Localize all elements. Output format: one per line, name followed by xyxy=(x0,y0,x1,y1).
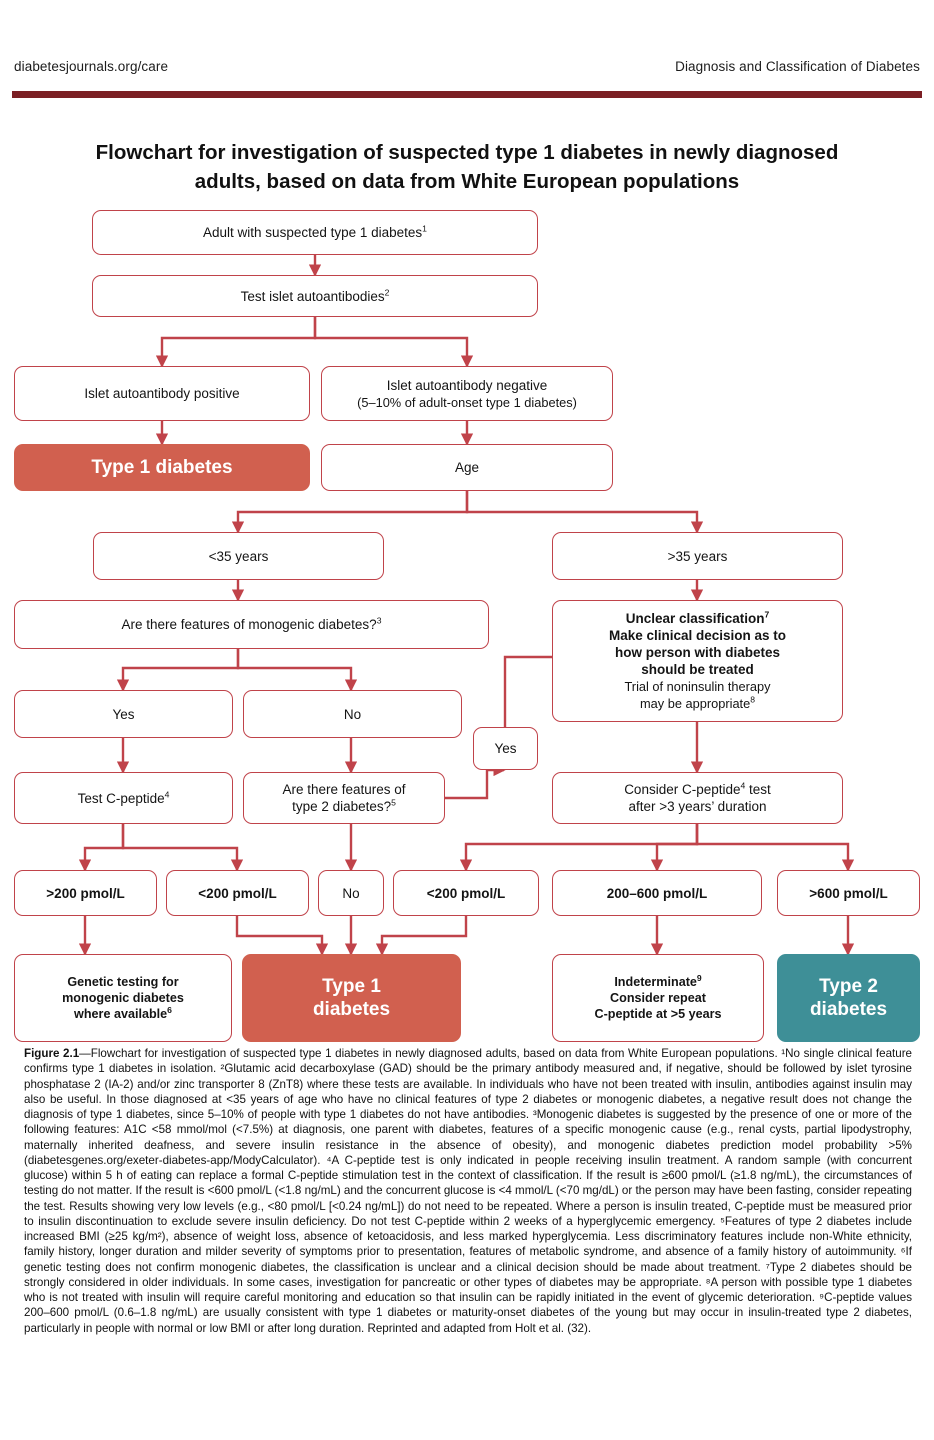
node-line-3: where available xyxy=(74,1007,168,1021)
node-islet-autoantibody-negative[interactable]: Islet autoantibody negative (5–10% of ad… xyxy=(321,366,613,421)
node-indeterminate[interactable]: Indeterminate9 Consider repeat C-peptide… xyxy=(552,954,764,1042)
footnote-marker: 2 xyxy=(384,287,390,297)
node-type1-diabetes-result[interactable]: Type 1 diabetes xyxy=(14,444,310,491)
node-over-600-pmol[interactable]: >600 pmol/L xyxy=(777,870,920,916)
journal-url: diabetesjournals.org/care xyxy=(14,58,169,74)
node-type2-features-yes[interactable]: Yes xyxy=(473,727,538,770)
footnote-marker: 1 xyxy=(422,223,427,234)
node-label: <200 pmol/L xyxy=(198,885,277,901)
node-label: Test C-peptide xyxy=(77,790,165,806)
node-type1-diabetes-outcome[interactable]: Type 1 diabetes xyxy=(242,954,461,1042)
node-label: Genetic testing for xyxy=(67,975,179,989)
node-monogenic-no[interactable]: No xyxy=(243,690,462,738)
node-line-2: type 2 diabetes? xyxy=(292,799,392,814)
node-under-200-pmol-left[interactable]: <200 pmol/L xyxy=(166,870,309,916)
node-line-2: diabetes xyxy=(312,999,391,1020)
node-label: >200 pmol/L xyxy=(46,885,125,901)
node-genetic-testing-monogenic[interactable]: Genetic testing for monogenic diabetes w… xyxy=(14,954,232,1042)
node-consider-c-peptide-test[interactable]: Consider C-peptide4 test after >3 years’… xyxy=(552,772,843,824)
node-label: Type 1 xyxy=(322,976,381,997)
node-label: Adult with suspected type 1 diabetes xyxy=(203,225,423,240)
node-age[interactable]: Age xyxy=(321,444,613,491)
node-label: 200–600 pmol/L xyxy=(606,885,708,901)
footnote-marker: 7 xyxy=(764,609,770,620)
node-line-5: Trial of noninsulin therapy xyxy=(624,679,771,694)
node-label: Type 2 xyxy=(819,976,878,997)
node-test-islet-autoantibodies[interactable]: Test islet autoantibodies2 xyxy=(92,275,538,317)
node-label: Yes xyxy=(494,741,517,756)
figure-caption: Figure 2.1—Flowchart for investigation o… xyxy=(24,1046,912,1336)
footnote-marker: 4 xyxy=(740,780,746,791)
node-label: Age xyxy=(454,460,480,475)
node-over-200-pmol[interactable]: >200 pmol/L xyxy=(14,870,157,916)
figure-caption-text: —Flowchart for investigation of suspecte… xyxy=(24,1047,912,1335)
node-line-2: Consider repeat xyxy=(610,991,706,1005)
footnote-marker: 3 xyxy=(376,615,382,626)
node-label: Type 1 diabetes xyxy=(91,457,233,478)
node-monogenic-yes[interactable]: Yes xyxy=(14,690,233,738)
figure-title-line-2: diagnosed adults, based on data from Whi… xyxy=(194,141,839,193)
node-label: Are there features of monogenic diabetes… xyxy=(121,617,377,632)
node-line-2: monogenic diabetes xyxy=(62,991,184,1005)
node-label: Islet autoantibody positive xyxy=(84,386,240,401)
node-features-of-monogenic-diabetes[interactable]: Are there features of monogenic diabetes… xyxy=(14,600,489,649)
node-line-3: C-peptide at >5 years xyxy=(594,1007,722,1021)
node-line-3: how person with diabetes xyxy=(614,645,781,660)
node-label: Yes xyxy=(112,706,135,722)
node-islet-autoantibody-positive[interactable]: Islet autoantibody positive xyxy=(14,366,310,421)
node-label: >35 years xyxy=(667,548,728,564)
node-label: Test islet autoantibodies xyxy=(240,288,385,304)
node-label: Are there features of xyxy=(282,782,406,797)
node-line-2: Make clinical decision as to xyxy=(608,628,787,643)
node-label: >600 pmol/L xyxy=(809,885,888,901)
node-sublabel: (5–10% of adult-onset type 1 diabetes) xyxy=(357,394,577,410)
node-under-200-pmol-right[interactable]: <200 pmol/L xyxy=(393,870,539,916)
flowchart: Adult with suspected type 1 diabetes1 Te… xyxy=(14,210,920,1042)
node-label-cont: test xyxy=(745,782,771,797)
footnote-marker: 9 xyxy=(696,972,702,983)
node-unclear-classification[interactable]: Unclear classification7 Make clinical de… xyxy=(552,600,843,722)
figure-title-line-1: Flowchart for investigation of suspected… xyxy=(95,141,731,164)
node-line-4: should be treated xyxy=(641,662,754,677)
node-test-c-peptide[interactable]: Test C-peptide4 xyxy=(14,772,233,824)
node-under-35-years[interactable]: <35 years xyxy=(93,532,384,580)
footnote-marker: 6 xyxy=(167,1004,172,1015)
footnote-marker: 5 xyxy=(391,797,396,808)
node-label: Indeterminate xyxy=(614,975,697,989)
node-label: No xyxy=(343,706,362,722)
node-label: Consider C-peptide xyxy=(624,782,741,797)
node-type2-features-no[interactable]: No xyxy=(318,870,384,916)
footnote-marker: 4 xyxy=(164,789,170,799)
footnote-marker: 8 xyxy=(750,694,756,705)
node-adult-suspected-type1[interactable]: Adult with suspected type 1 diabetes1 xyxy=(92,210,538,255)
figure-caption-label: Figure 2.1 xyxy=(24,1047,80,1060)
node-200-600-pmol[interactable]: 200–600 pmol/L xyxy=(552,870,762,916)
node-line-6: may be appropriate xyxy=(639,696,751,711)
node-label: No xyxy=(342,885,360,901)
node-line-2: diabetes xyxy=(809,999,888,1020)
node-line-2: after >3 years’ duration xyxy=(628,799,767,814)
node-label: <35 years xyxy=(208,548,269,564)
node-label: Islet autoantibody negative xyxy=(386,377,548,393)
figure-title: Flowchart for investigation of suspected… xyxy=(67,138,867,196)
running-head: diabetesjournals.org/care Diagnosis and … xyxy=(0,54,934,78)
node-type2-diabetes-outcome[interactable]: Type 2 diabetes xyxy=(777,954,920,1042)
node-features-of-type2-diabetes[interactable]: Are there features of type 2 diabetes?5 xyxy=(243,772,445,824)
header-rule xyxy=(12,91,922,98)
node-label: Unclear classification xyxy=(625,611,765,626)
node-over-35-years[interactable]: >35 years xyxy=(552,532,843,580)
section-title: Diagnosis and Classification of Diabetes xyxy=(675,58,920,74)
node-label: <200 pmol/L xyxy=(426,885,506,901)
